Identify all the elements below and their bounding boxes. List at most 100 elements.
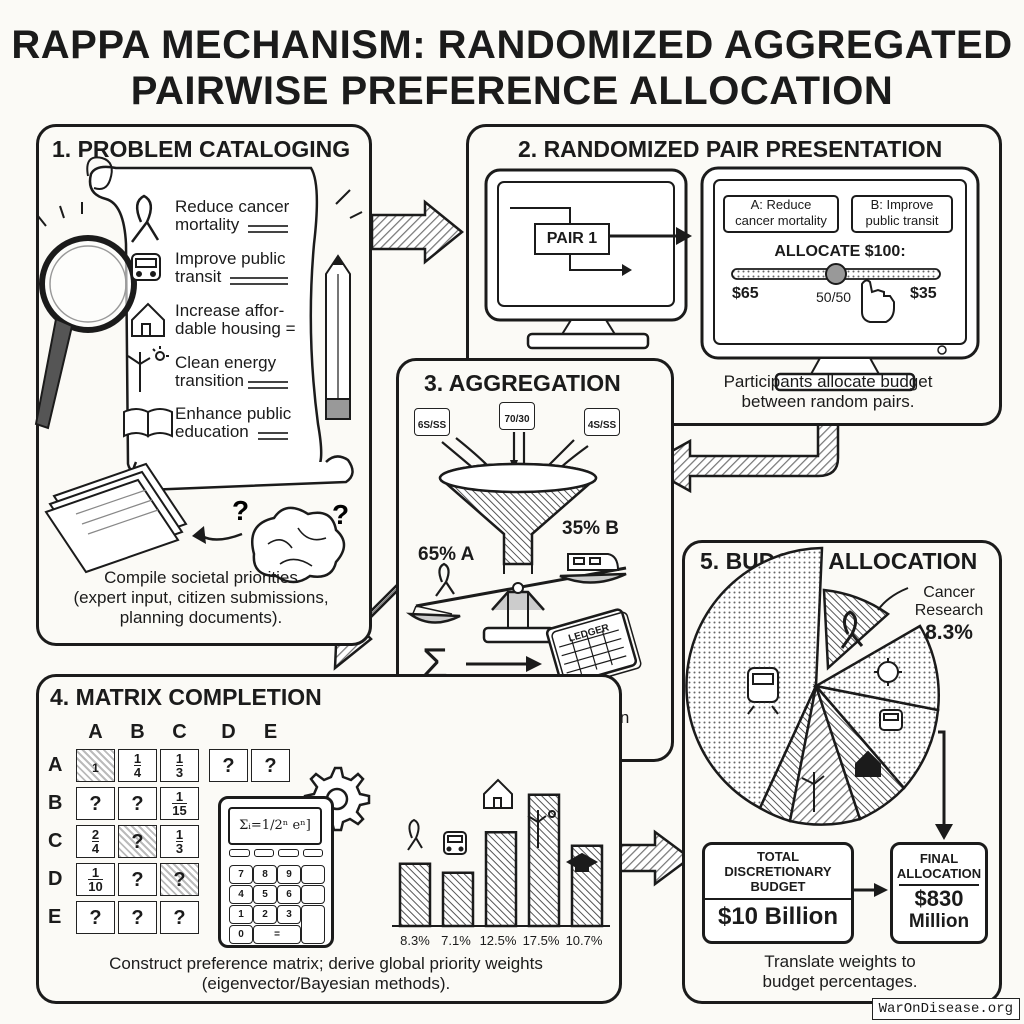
priority-weights-chart [392,778,610,928]
key-8: 8 [253,865,277,884]
matrix-cell-ec: ? [160,901,199,934]
house-icon [131,302,165,337]
slider-mid-value: 50/50 [816,289,852,305]
arrow-2-to-3 [642,416,840,494]
bar-label-4: 17.5% [522,933,560,948]
bar-cap-icon [565,852,599,872]
scroll-illustration: ? ? [34,156,363,584]
wind-sun-icon [127,346,169,392]
bar-bus-icon [443,831,467,855]
total-budget-box: TOTAL DISCRETIONARY BUDGET $10 Billion [702,842,854,944]
matrix-cell-db: ? [118,863,157,896]
row-head-e: E [48,906,62,928]
pair-label: PAIR 1 [534,223,610,255]
matrix-cell-cb: ? [118,825,157,858]
item-lines-4 [258,432,288,440]
bar-transit [441,871,475,928]
panel5-title: 5. BUDGET ALLOCATION [700,548,978,574]
bar-wind-icon [527,810,556,848]
bar-cancer [398,862,432,928]
bar-ribbon-icon [407,818,423,851]
train-icon [567,553,620,571]
calculator-screen: Σᵢ=1/2ⁿ eⁿ] [228,807,322,845]
ribbon-icon [131,194,160,243]
key-blank-2 [301,885,325,904]
key-equals: = [253,925,301,944]
panel4-title: 4. MATRIX COMPLETION [50,684,322,710]
vote-card-2: 70/30 [499,402,535,430]
bar-label-1: 8.3% [400,933,430,948]
pie-slice-cancer [822,588,891,671]
calculator: Σᵢ=1/2ⁿ eⁿ] 7 8 9 4 5 6 1 2 3 0 = [218,796,334,948]
chart-icons [407,778,599,872]
svg-text:?: ? [232,495,249,526]
pie-virus-icon [874,658,902,686]
key-2: 2 [253,905,277,924]
pie-slice-other [812,624,940,712]
budget-pie [685,546,953,840]
matrix-cell-dc: ? [160,863,199,896]
pie-icons [747,610,903,812]
final-allocation-value: $830 [914,886,964,911]
final-allocation-box: FINAL ALLOCATION $830 Million [890,842,988,944]
key-tall [301,905,325,944]
matrix-cell-ae: ? [251,749,290,782]
pie-wind-icon [801,772,825,812]
final-allocation-unit: Million [908,911,970,932]
key-5: 5 [253,885,277,904]
slider-right-value: $35 [910,285,937,302]
panel3-title: 3. AGGREGATION [424,370,621,396]
row-head-d: D [48,868,63,890]
matrix-cell-ba: ? [76,787,115,820]
key-7: 7 [229,865,253,884]
allocate-label: ALLOCATE $100: [774,243,906,260]
key-6: 6 [277,885,301,904]
pie-slice-transit [812,684,940,790]
key-9: 9 [277,865,301,884]
bar-housing [484,831,518,928]
key-1: 1 [229,905,253,924]
arrow-total-to-final [852,883,888,897]
vote-card-3: 4S/SS [584,408,620,436]
pie-ribbon-icon [840,610,864,649]
row-head-b: B [48,792,63,814]
bar-label-3: 12.5% [479,933,517,948]
col-head-c: C [172,721,187,743]
bar-label-5: 10.7% [565,933,603,948]
col-head-a: A [88,721,103,743]
matrix-cell-eb: ? [118,901,157,934]
bus-icon [131,253,161,281]
key-0: 0 [229,925,253,944]
col-head-b: B [130,721,145,743]
arrow-1-to-2 [370,199,464,265]
pie-train-icon [747,667,779,715]
item-lines-2 [230,277,288,285]
panel2-title: 2. RANDOMIZED PAIR PRESENTATION [518,136,943,162]
title-line-2: PAIRWISE PREFERENCE ALLOCATION [130,69,894,113]
col-head-e: E [263,721,278,743]
arrow-4-to-5 [616,829,693,887]
pie-cancer-label: Cancer Research 8.3% [914,584,984,644]
page-title: RAPPA MECHANISM: RANDOMIZED AGGREGATED P… [0,22,1024,114]
matrix-cell-bb: ? [118,787,157,820]
key-4: 4 [229,885,253,904]
row-head-c: C [48,830,63,852]
bar-house-icon [483,778,513,809]
bar-label-2: 7.1% [441,933,471,948]
left-pan-label: 65% A [418,544,475,565]
right-pan-label: 35% B [562,518,620,539]
panel1-caption: Compile societal priorities (expert inpu… [73,568,329,627]
title-line-1: RAPPA MECHANISM: RANDOMIZED AGGREGATED [11,23,1013,67]
book-icon [123,408,173,438]
funnel-balance-illustration [405,431,642,689]
